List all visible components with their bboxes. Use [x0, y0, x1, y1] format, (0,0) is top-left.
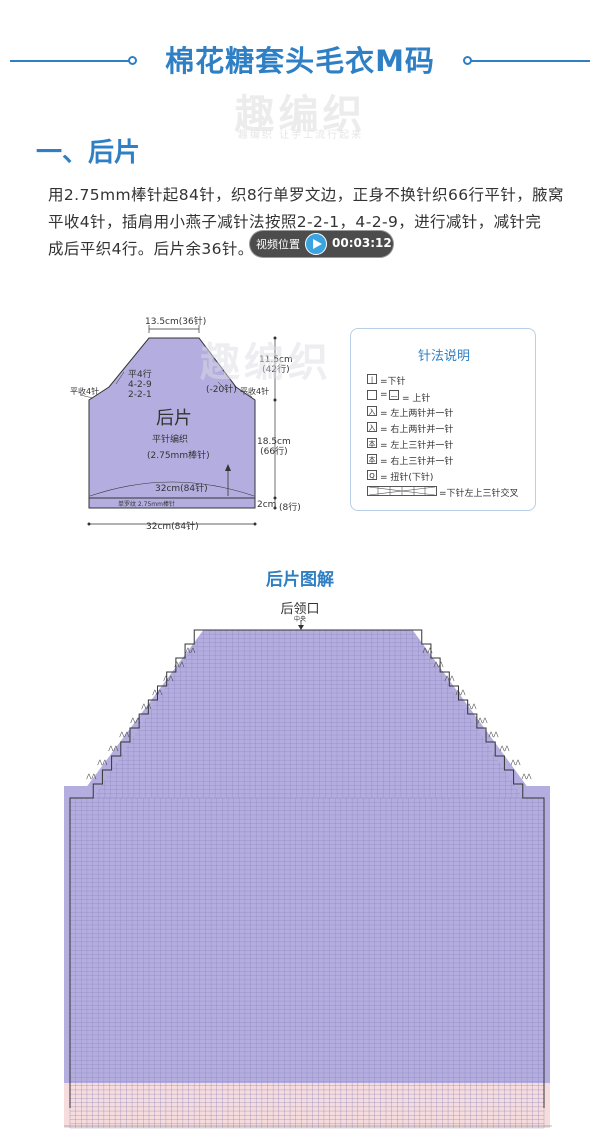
stitch-type-label: 平针编织 [152, 435, 189, 445]
k3tog-left-icon: 本 [367, 438, 377, 448]
k2tog-left-icon: 入 [367, 406, 377, 416]
video-position-button[interactable]: 视频位置 00:03:12 [250, 231, 393, 257]
body-rows-value: (66行) [260, 447, 288, 457]
legend-title: 针法说明 [417, 349, 470, 364]
body-width-label: 32cm(84针) [155, 484, 208, 494]
decrease-mark-right: ⋀⋀ [499, 745, 510, 752]
legend-k3tog-right: = 右上三针并一针 [380, 457, 454, 467]
rib-height-label: 2cm [257, 500, 277, 510]
decrease-mark-left: ⋀⋀ [85, 773, 96, 780]
body-height-label: 18.5cm (66行) [257, 437, 291, 457]
legend-k2tog-right: = 右上两针并一针 [380, 425, 454, 435]
twisted-stitch-icon: Q [367, 470, 377, 480]
decrease-mark-left: ⋀⋀ [151, 689, 162, 696]
decrease-mark-left: ⋀⋀ [173, 661, 184, 668]
watermark-slogan: 趣编织 让手工流行起来 [237, 130, 364, 141]
diagram-watermark: 趣编织 [200, 340, 332, 386]
center-label: 中央 [293, 616, 306, 623]
decrease-mark-left: ⋀⋀ [118, 731, 129, 738]
chart-heading: 后片图解 [266, 570, 334, 590]
knit-symbol-icon: | [367, 374, 377, 384]
raglan-decrease-label: 平4行 4-2-9 2-2-1 [128, 370, 152, 400]
decrease-mark-right: ⋀⋀ [477, 717, 488, 724]
stitch-legend: 针法说明 | =下针 = — = 上针 入 = 左上两针并一针 入 = 右上两针… [350, 328, 536, 511]
knitting-chart: ⋀⋀⋀⋀⋀⋀⋀⋀⋀⋀⋀⋀⋀⋀⋀⋀⋀⋀⋀⋀⋀⋀⋀⋀⋀⋀⋀⋀⋀⋀⋀⋀⋀⋀⋀⋀⋀⋀⋀⋀ [64, 629, 552, 1129]
top-width-label: 13.5cm(36针) [145, 317, 207, 327]
body-height-value: 18.5cm [257, 437, 291, 447]
raglan-row-3: 2-2-1 [128, 390, 152, 400]
decrease-mark-left: ⋀⋀ [129, 717, 140, 724]
raglan-rows-value: (42行) [262, 365, 290, 375]
title-dot-left [128, 56, 137, 65]
decrease-mark-right: ⋀⋀ [422, 647, 433, 654]
decrease-mark-left: ⋀⋀ [162, 675, 173, 682]
decrease-mark-right: ⋀⋀ [466, 703, 477, 710]
bottom-width-label: 32cm(84针) [146, 522, 199, 532]
k3tog-right-icon: 本 [367, 454, 377, 464]
piece-name: 后片 [156, 408, 192, 429]
chart-grid [69, 629, 545, 1129]
decrease-mark-left: ⋀⋀ [96, 759, 107, 766]
instructions-line-2: 平收4针，插肩用小燕子减针法按照2-2-1，4-2-9，进行减针，减针完 [48, 213, 542, 231]
page-title: 棉花糖套头毛衣M码 [165, 44, 435, 78]
raglan-height-value: 11.5cm [259, 355, 293, 365]
decrease-mark-left: ⋀⋀ [140, 703, 151, 710]
neck-label: 后领口 [280, 602, 320, 617]
decrease-mark-right: ⋀⋀ [488, 731, 499, 738]
video-timestamp: 00:03:12 [332, 236, 392, 250]
right-cast-off-label: 平收4针 [240, 387, 270, 396]
play-icon[interactable] [305, 233, 327, 255]
raglan-row-2: 4-2-9 [128, 380, 152, 390]
legend-cable: =下针左上三针交叉 [439, 489, 519, 499]
instructions-line-1: 用2.75mm棒针起84针，织8行单罗文边，正身不换针织66行平针，腋窝 [48, 186, 564, 204]
title-line-left [10, 60, 132, 62]
chart-outline [69, 629, 545, 1108]
title-dot-right [463, 56, 472, 65]
instructions-line-3: 成后平织4行。后片余36针。 [48, 240, 254, 258]
schematic-rib [88, 497, 256, 509]
decrease-mark-right: ⋀⋀ [521, 773, 532, 780]
section-title: 一、后片 [36, 138, 141, 168]
center-arrow-icon [298, 620, 304, 630]
decrease-mark-right: ⋀⋀ [455, 689, 466, 696]
needle-label: (2.75mm棒针) [147, 451, 210, 461]
right-decrease-label: (-20针) [206, 385, 237, 395]
purl-symbol-icon: — [389, 390, 399, 400]
legend-twisted: = 扭针(下针) [380, 473, 434, 483]
decrease-mark-right: ⋀⋀ [510, 759, 521, 766]
decrease-mark-left: ⋀⋀ [107, 745, 118, 752]
rib-rows-label: (8行) [279, 503, 301, 513]
legend-k3tog-left: = 左上三针并一针 [380, 441, 454, 451]
cable-cross-icon [367, 486, 437, 496]
watermark-logo: 趣编织 [234, 92, 367, 138]
decrease-mark-right: ⋀⋀ [433, 661, 444, 668]
decrease-mark-right: ⋀⋀ [444, 675, 455, 682]
back-piece-schematic [79, 325, 277, 526]
k2tog-right-icon: 入 [367, 422, 377, 432]
title-line-right [468, 60, 590, 62]
rib-label: 单罗纹 2.75mm棒针 [118, 501, 175, 508]
raglan-row-1: 平4行 [128, 370, 152, 380]
video-label: 视频位置 [256, 238, 300, 251]
legend-k2tog-left: = 左上两针并一针 [380, 409, 454, 419]
decrease-mark-left: ⋀⋀ [184, 647, 195, 654]
raglan-height-label: 11.5cm (42行) [259, 355, 293, 375]
legend-knit: =下针 [380, 377, 406, 387]
left-cast-off-label: 平收4针 [70, 387, 100, 396]
blank-box-icon [367, 390, 377, 400]
instructions-paragraph: 用2.75mm棒针起84针，织8行单罗文边，正身不换针织66行平针，腋窝 平收4… [48, 182, 568, 263]
legend-purl: = 上针 [402, 394, 431, 404]
